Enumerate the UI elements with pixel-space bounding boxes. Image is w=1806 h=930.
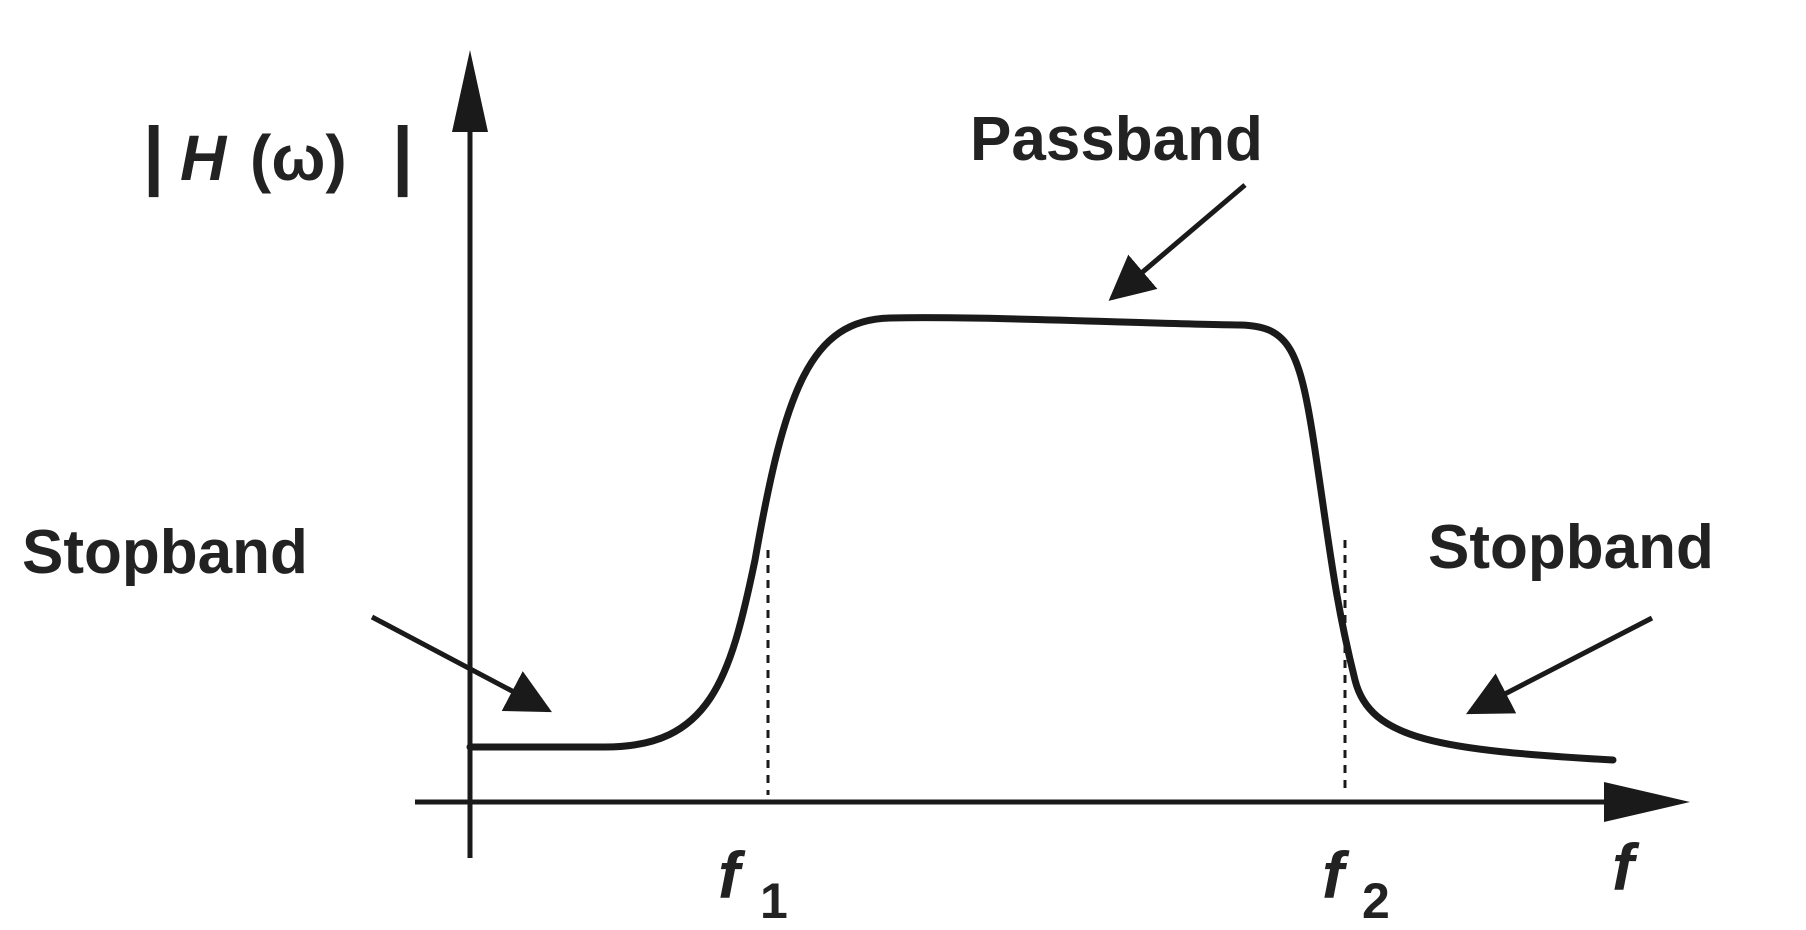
stopband-right-arrow <box>1466 615 1654 715</box>
stopband-left-label: Stopband <box>22 518 308 587</box>
cutoff-label-f2: f 2 <box>1322 838 1390 929</box>
y-label-h: H <box>180 122 228 194</box>
f1-subscript: 1 <box>760 873 788 929</box>
y-axis-label: | H (ω) | <box>143 112 413 198</box>
y-label-bar-left: | <box>143 112 164 198</box>
stopband-right-label: Stopband <box>1428 513 1714 582</box>
x-axis-arrowhead <box>1604 782 1690 822</box>
y-label-bar-right: | <box>392 112 413 198</box>
y-label-omega: (ω) <box>250 122 347 194</box>
axes <box>415 50 1690 858</box>
x-axis-label: f <box>1612 830 1640 904</box>
stopband-left-arrow <box>370 614 552 713</box>
f1-letter: f <box>718 838 746 912</box>
cutoff-label-f1: f 1 <box>718 838 788 929</box>
passband-label: Passband <box>970 105 1263 174</box>
magnitude-response-curve <box>466 314 1617 764</box>
f2-letter: f <box>1322 838 1350 912</box>
y-axis-arrowhead <box>452 50 488 132</box>
f2-subscript: 2 <box>1362 873 1390 929</box>
passband-arrow <box>1108 183 1247 301</box>
